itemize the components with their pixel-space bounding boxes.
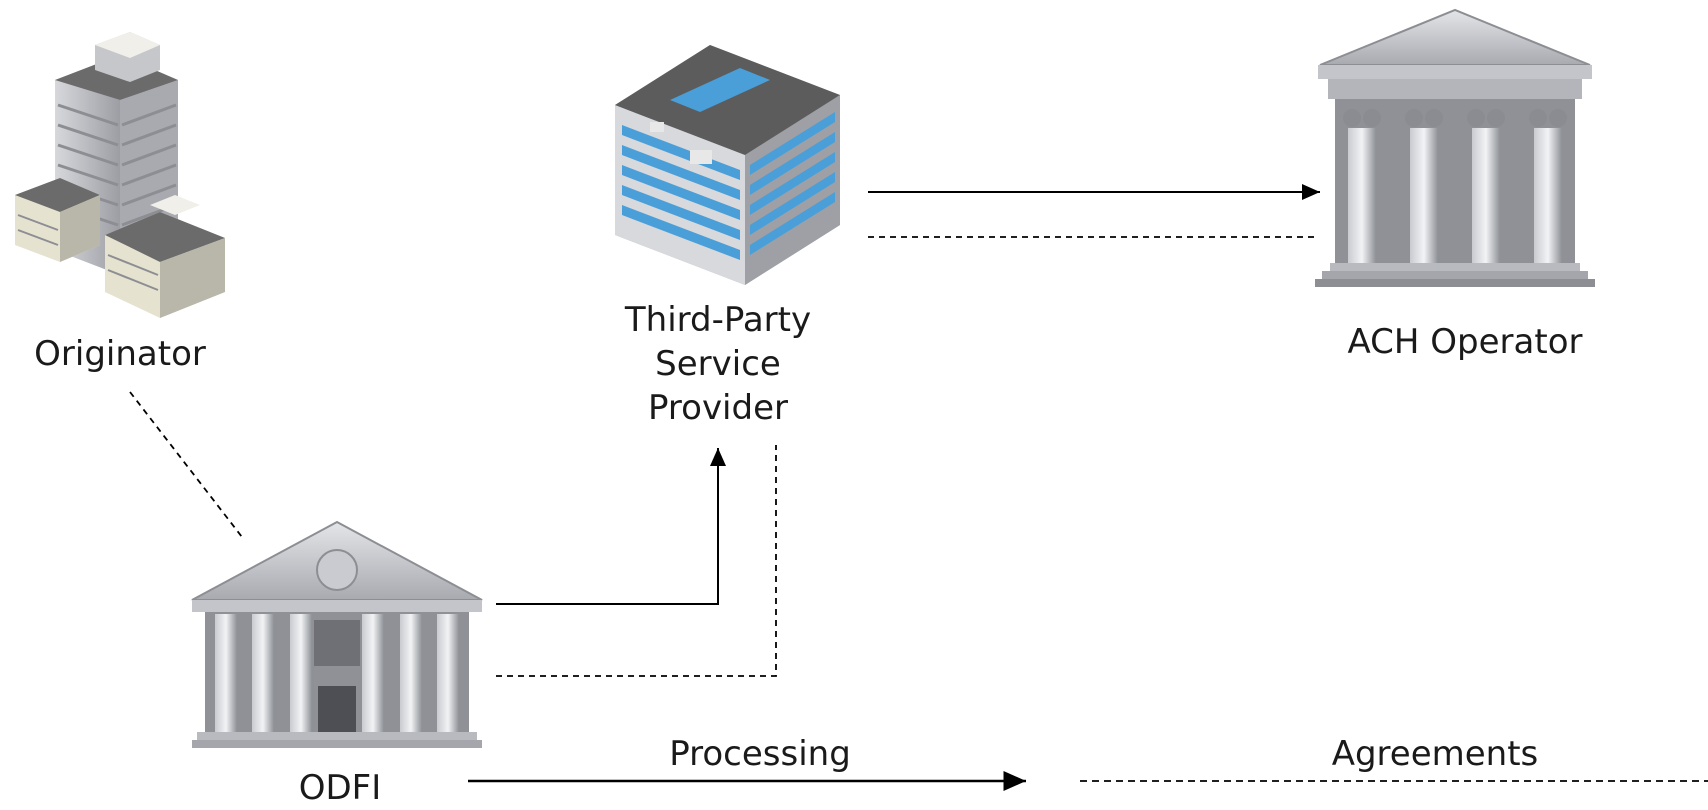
tpsp-label-line-2: Service [655, 344, 781, 384]
bank-building-icon [1315, 8, 1595, 287]
tpsp-label-line-3: Provider [648, 388, 788, 428]
legend-agreements-label: Agreements [1331, 734, 1539, 774]
tpsp-label: Third-Party Service Provider [598, 298, 838, 430]
originator-label: Originator [34, 334, 206, 374]
office-tower-icon [15, 32, 225, 318]
tpsp-label-line-1: Third-Party [624, 300, 812, 340]
odfi-to-tpsp-processing-arrow [496, 448, 726, 605]
originator-odfi-agreement-line [129, 391, 243, 538]
odfi-label: ODFI [298, 768, 382, 808]
ach-operator-label: ACH Operator [1347, 322, 1583, 362]
office-building-icon [615, 45, 840, 285]
odfi-tpsp-agreement-line [496, 445, 777, 677]
legend-processing-label: Processing [669, 734, 851, 774]
bank-building-icon [191, 520, 483, 748]
